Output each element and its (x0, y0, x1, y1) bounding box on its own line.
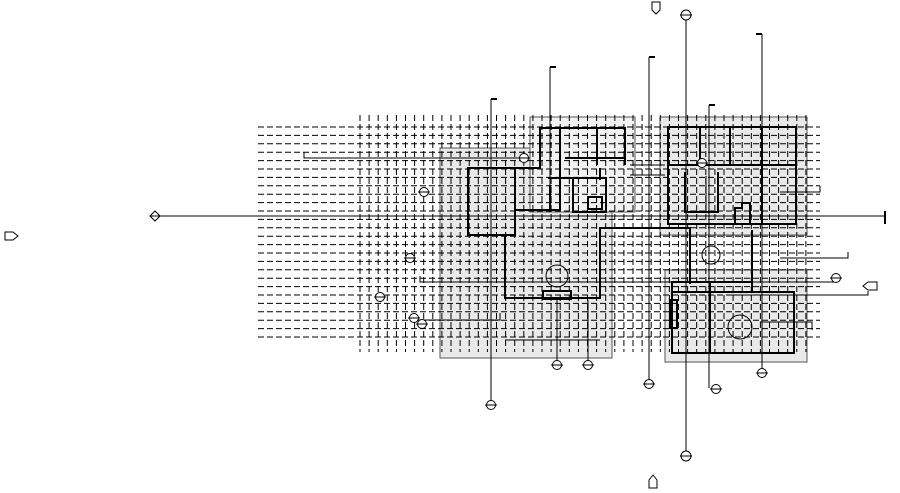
left-building-walls (467, 127, 691, 341)
section-marker-top-circle (680, 9, 692, 21)
section-marker-top-square (651, 1, 661, 15)
elevation-marker (518, 153, 530, 163)
elevation-marker (374, 292, 386, 302)
elevation-marker (643, 379, 655, 389)
elevation-marker (710, 384, 722, 394)
elevation-marker (830, 273, 842, 283)
section-markers (4, 1, 878, 489)
elevation-marker (551, 360, 563, 370)
elevation-marker (696, 158, 708, 168)
elevation-marker (756, 368, 768, 378)
zone-top-center-building (529, 116, 636, 213)
section-marker-bottom-square (648, 474, 658, 489)
elevation-marker (418, 187, 430, 197)
section-marker-bottom-circle (680, 450, 692, 462)
section-marker-right-square (862, 281, 878, 291)
section-leader-lines (303, 15, 869, 456)
section-marker-left-diamond (149, 210, 161, 222)
elevation-marker (582, 360, 594, 370)
bottom-right-building-walls (669, 230, 795, 354)
elevation-marker (404, 253, 416, 263)
elevation-markers (374, 153, 842, 410)
section-marker-left-square (4, 231, 19, 241)
elevation-marker (408, 313, 420, 323)
elevation-marker (416, 319, 428, 329)
elevation-marker (485, 400, 497, 410)
